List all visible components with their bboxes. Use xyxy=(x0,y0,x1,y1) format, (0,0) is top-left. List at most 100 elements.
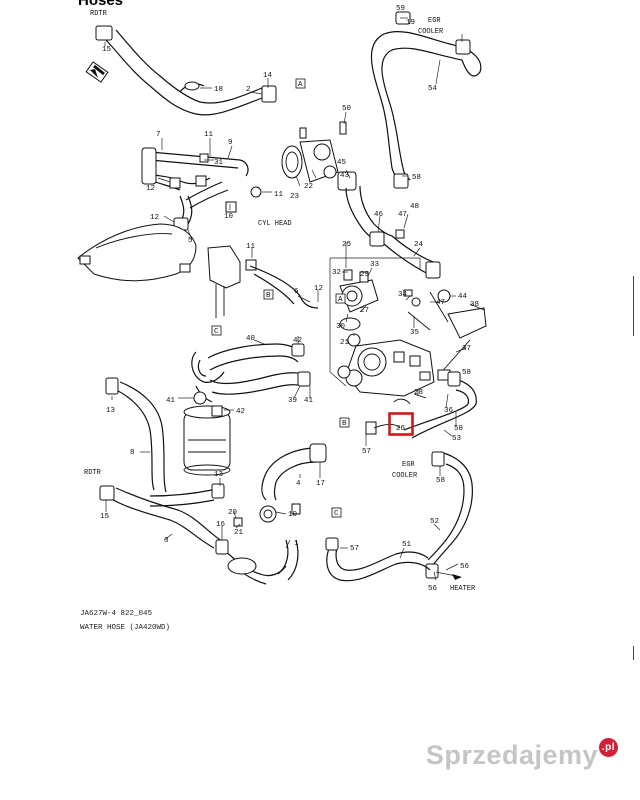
part-number: 23 xyxy=(290,193,300,201)
part-number: 38 xyxy=(470,301,479,309)
part-number: 52 xyxy=(430,518,439,526)
part-number: 19 xyxy=(406,19,415,27)
label-cyl-head: CYL HEAD xyxy=(258,220,292,228)
part-number: 42 xyxy=(236,408,245,416)
bypass-pipe-assembly xyxy=(141,147,262,231)
part-number: 54 xyxy=(428,85,438,93)
part-number: 24 xyxy=(414,241,424,249)
part-number: 58 xyxy=(454,425,463,433)
part-number: 2 xyxy=(246,86,251,94)
part-number-labels: 15 18 14 2 59 19 54 50 45 43 22 23 58 48… xyxy=(100,5,479,593)
part-number: 13 xyxy=(214,471,224,479)
part-number: 46 xyxy=(374,211,384,219)
part-number: 17 xyxy=(316,480,325,488)
reference-box-b-2: B xyxy=(339,417,350,428)
part-number: 57 xyxy=(350,545,359,553)
hose-40 xyxy=(191,343,311,403)
oil-cooler xyxy=(183,391,231,476)
watermark-text: Sprzedajemy xyxy=(425,740,598,770)
part-number: 57 xyxy=(362,448,371,456)
edge-mark xyxy=(633,276,634,336)
part-number: 58 xyxy=(412,174,421,182)
pipe-1 xyxy=(215,503,301,585)
part-number: 28 xyxy=(414,389,423,397)
part-number: 43 xyxy=(340,172,350,180)
direction-arrow-icon xyxy=(85,61,109,83)
part-number: 48 xyxy=(410,203,419,211)
hose-52 xyxy=(425,451,473,580)
part-number: 47 xyxy=(436,299,445,307)
label-egr-mid-2: COOLER xyxy=(392,472,418,480)
part-number: 8 xyxy=(130,449,135,457)
reference-box-c-1: C xyxy=(211,325,222,336)
part-number: 40 xyxy=(246,335,256,343)
part-number: 56 xyxy=(460,563,470,571)
part-number: 11 xyxy=(246,243,256,251)
diagram-caption: WATER HOSE (JA420WD) xyxy=(80,624,171,632)
part-number: 59 xyxy=(396,5,405,13)
hose-24 xyxy=(383,229,441,279)
part-number: 41 xyxy=(166,397,176,405)
part-number: 21 xyxy=(340,339,350,347)
label-rdtr-bottom: RDTR xyxy=(84,469,102,477)
label-egr-top-2: COOLER xyxy=(418,28,444,36)
watermark: Sprzedajemy.pl xyxy=(425,738,618,771)
part-number: 41 xyxy=(304,397,314,405)
bracket-38 xyxy=(403,289,487,339)
part-number: 58 xyxy=(436,477,445,485)
part-number: 6 xyxy=(294,288,299,296)
bracket-11 xyxy=(207,245,319,318)
part-number: 53 xyxy=(452,435,462,443)
edge-mark xyxy=(633,646,634,660)
part-number: 56 xyxy=(428,585,438,593)
hose-3 xyxy=(99,483,225,549)
label-egr-mid-1: EGR xyxy=(402,461,415,469)
hose-51 xyxy=(325,537,431,582)
part-number: 45 xyxy=(337,159,347,167)
thermostat-housing xyxy=(329,257,471,397)
part-number: 25 xyxy=(342,241,352,249)
water-outlet-assembly xyxy=(281,121,357,191)
part-number: 12 xyxy=(314,285,323,293)
part-number: 37 xyxy=(462,345,471,353)
reference-box-b-1: B xyxy=(263,289,274,300)
part-number: 15 xyxy=(102,46,112,54)
label-heater: HEATER xyxy=(450,585,476,593)
hose-15-top xyxy=(95,25,277,116)
part-number: 22 xyxy=(304,183,313,191)
part-number-26: 26 xyxy=(396,425,406,433)
part-number: 32 xyxy=(332,269,341,277)
part-number: 11 xyxy=(274,191,284,199)
hose-4 xyxy=(261,443,327,501)
page-title: Hoses xyxy=(78,0,124,9)
label-egr-top-1: EGR xyxy=(428,17,441,25)
highlight-box-part-26 xyxy=(388,412,414,436)
ref-label-b-1: B xyxy=(266,292,271,300)
part-number: 16 xyxy=(216,521,226,529)
part-number: 12 xyxy=(150,214,159,222)
reference-box-a-2: A xyxy=(335,293,346,304)
part-number: 9 xyxy=(228,139,233,147)
part-number: 51 xyxy=(402,541,412,549)
part-number: 29 xyxy=(360,271,369,279)
reference-box-a-1: A xyxy=(295,78,306,89)
part-number: 39 xyxy=(288,397,297,405)
part-number: 42 xyxy=(293,337,302,345)
part-number: 58 xyxy=(462,369,471,377)
part-number: 21 xyxy=(234,529,244,537)
hose-54-egr-cooler xyxy=(370,11,482,189)
part-number: 14 xyxy=(263,72,273,80)
part-number: 34 xyxy=(398,291,408,299)
part-number: 11 xyxy=(204,131,214,139)
part-number: 12 xyxy=(146,185,155,193)
part-number: 36 xyxy=(444,407,454,415)
hose-53 xyxy=(403,371,477,439)
part-number: 3 xyxy=(164,537,169,545)
ref-label-c-2: C xyxy=(334,510,339,518)
part-number: 35 xyxy=(410,329,420,337)
hose-8 xyxy=(105,377,167,493)
part-number: 7 xyxy=(156,131,161,139)
ref-label-a-2: A xyxy=(338,296,343,304)
part-number: 27 xyxy=(360,307,369,315)
